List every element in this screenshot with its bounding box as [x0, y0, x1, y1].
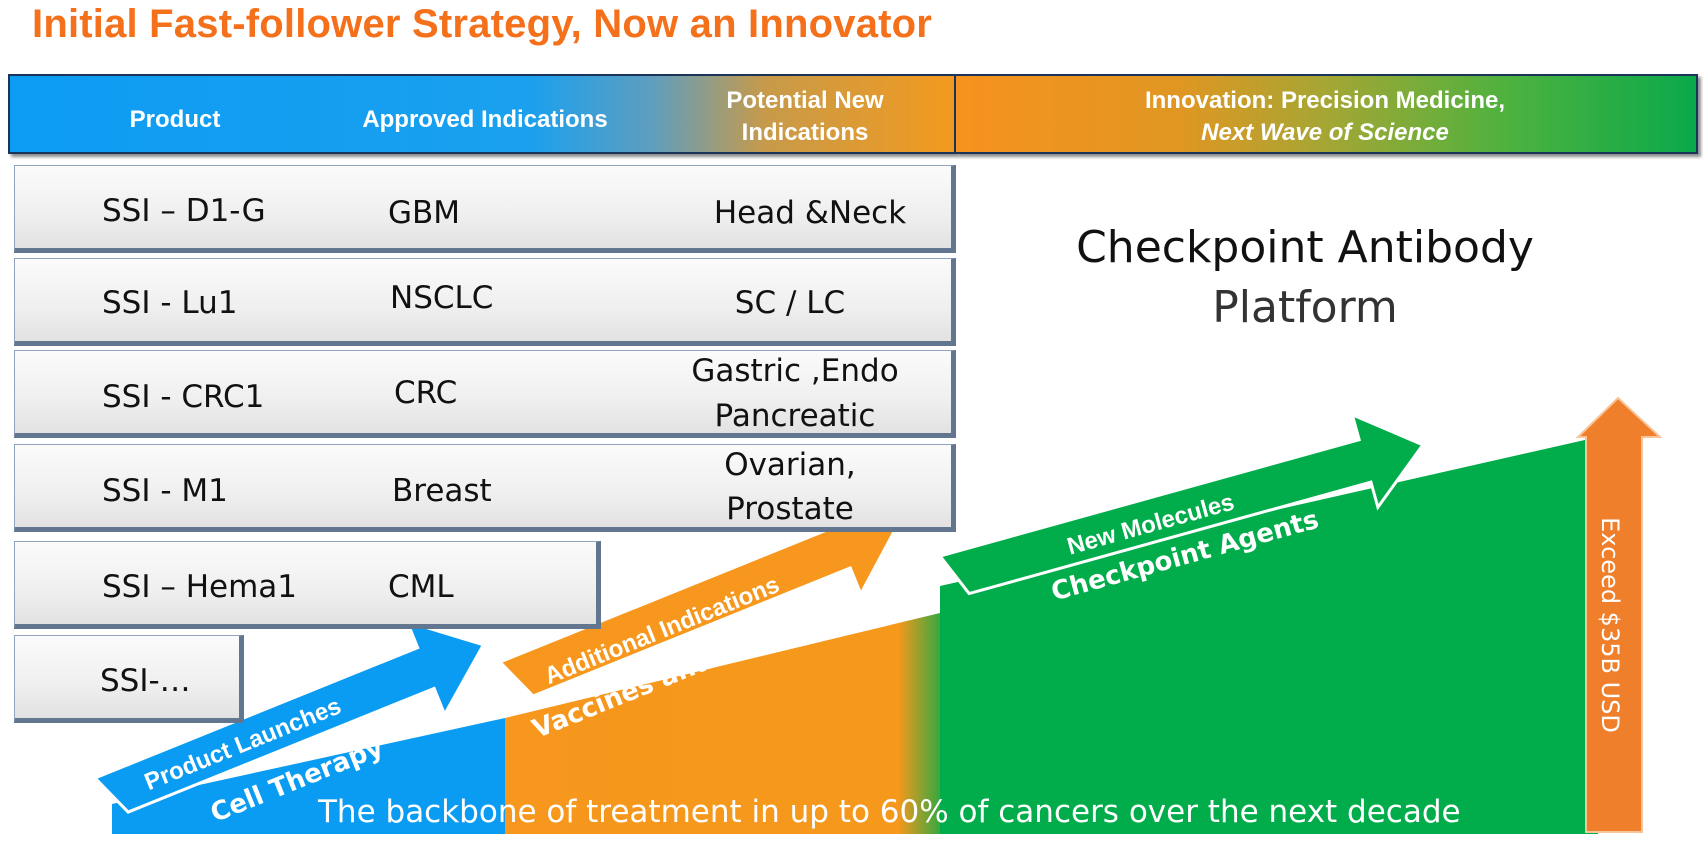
potential-indication-line1: Ovarian, [724, 447, 856, 483]
approved-indication: GBM [388, 195, 461, 231]
approved-indication: NSCLC [390, 280, 494, 316]
product-row [14, 541, 601, 629]
header-potential-line1: Potential New [726, 87, 884, 114]
product-name: SSI - M1 [102, 473, 228, 509]
potential-indication: Head &Neck [713, 195, 907, 231]
potential-indication: SC / LC [734, 285, 846, 321]
product-row [14, 350, 956, 438]
product-row [14, 635, 244, 723]
product-row [14, 258, 956, 346]
exceed-label: Exceed $35B USD [1596, 517, 1624, 733]
header-right-bar [956, 74, 1698, 154]
product-name: SSI - CRC1 [102, 379, 265, 415]
product-row [14, 444, 956, 532]
orange-area [505, 590, 952, 834]
blue-area [112, 718, 505, 834]
approved-indication: CML [388, 569, 454, 605]
header-product: Product [129, 106, 221, 133]
product-launches-arrow [92, 619, 486, 814]
header-left-bar [8, 74, 956, 154]
potential-indication-line1: Gastric ,Endo [691, 353, 899, 389]
exceed-label-wrap: Exceed $35B USD [1586, 440, 1634, 810]
header-innovation-line1: Innovation: Precision Medicine, [1144, 87, 1506, 114]
product-name: SSI – Hema1 [102, 569, 298, 605]
product-name: SSI - Lu1 [102, 285, 238, 321]
checkpoint-subtitle: Platform [1212, 282, 1398, 333]
product-row [14, 165, 956, 253]
potential-indication-line2: Prostate [726, 491, 854, 527]
approved-indication: Breast [392, 473, 492, 509]
product-name: SSI-… [100, 663, 191, 699]
header-approved-indications: Approved Indications [362, 106, 608, 133]
approved-indication: CRC [394, 375, 458, 411]
header-potential-line2: Indications [741, 119, 869, 146]
page-title: Initial Fast-follower Strategy, Now an I… [32, 2, 933, 46]
backbone-caption: The backbone of treatment in up to 60% o… [318, 794, 1461, 830]
exceed-up-arrow [1575, 396, 1663, 833]
potential-indication-line2: Pancreatic [714, 398, 876, 434]
green-area [940, 437, 1598, 834]
new-molecules-arrow [937, 412, 1426, 596]
checkpoint-title: Checkpoint Antibody [1076, 222, 1534, 273]
product-name: SSI – D1-G [102, 193, 266, 229]
header-innovation-line2: Next Wave of Science [1201, 119, 1449, 146]
